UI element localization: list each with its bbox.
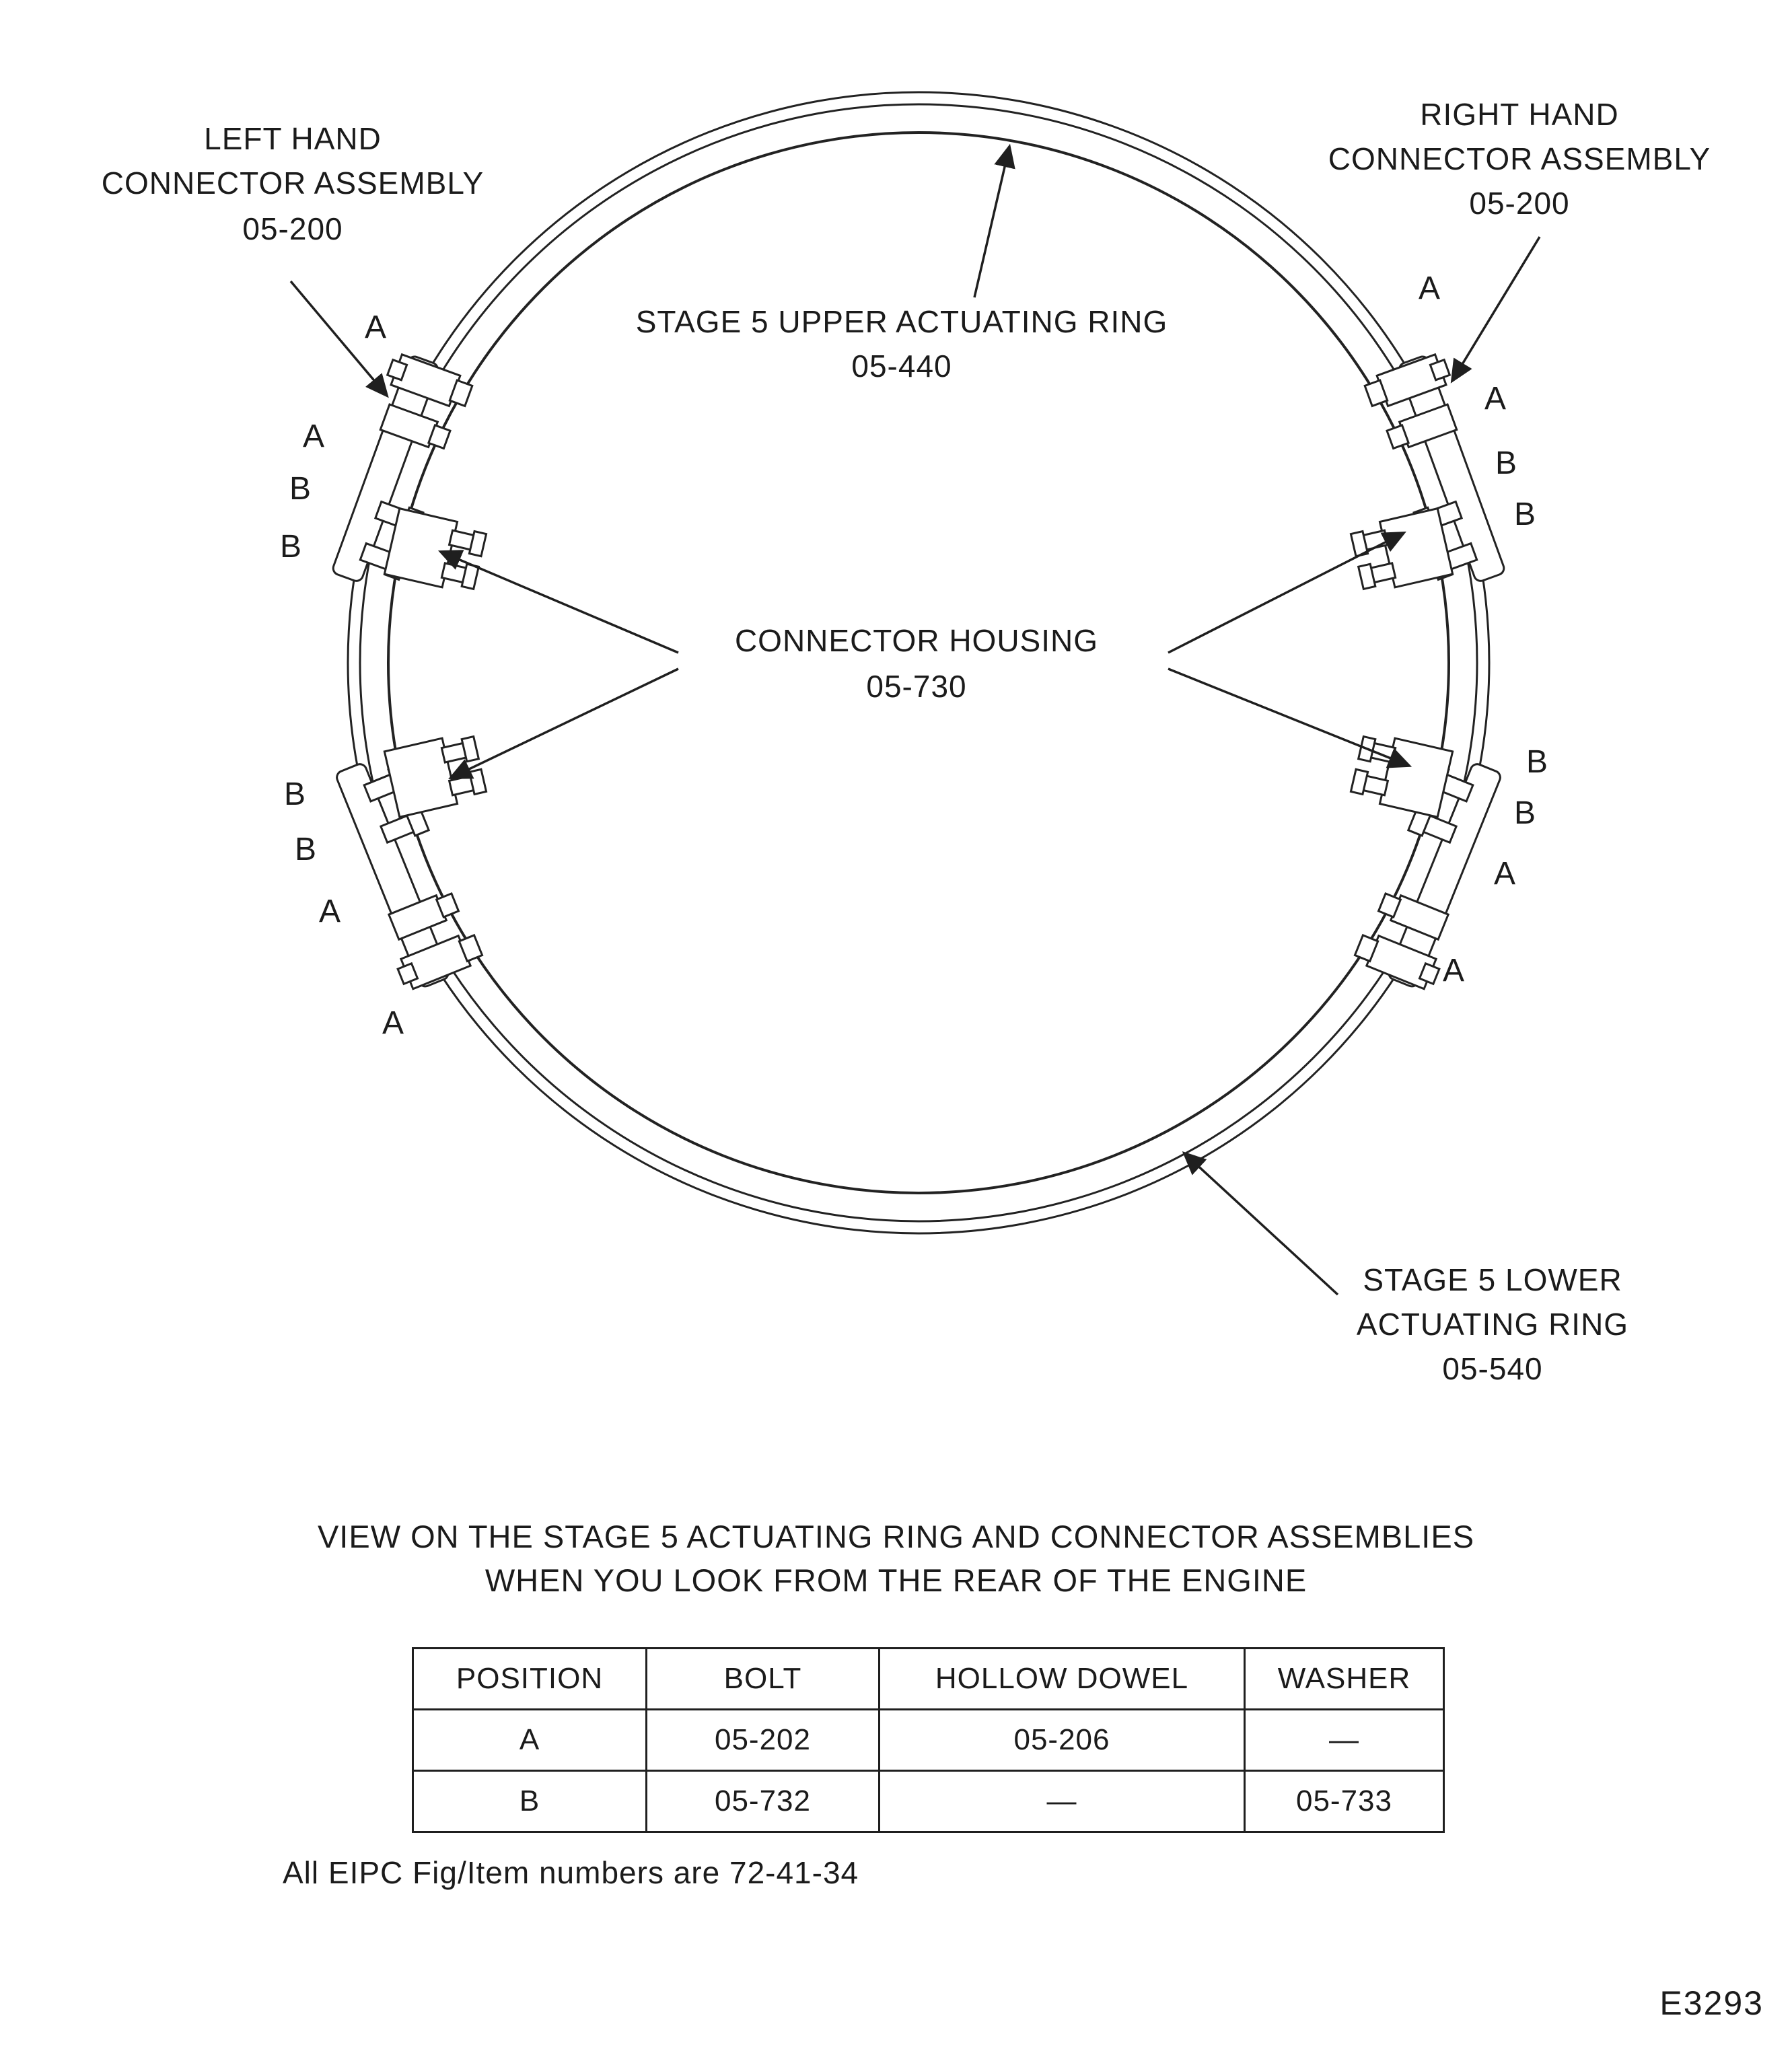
position-marker: A: [303, 419, 324, 454]
table-row-b: B 05-732 — 05-733: [412, 1770, 1445, 1833]
col-header-bolt: BOLT: [645, 1647, 880, 1710]
position-marker: A: [1419, 270, 1440, 306]
position-marker: B: [1526, 744, 1548, 780]
cell-position: A: [412, 1708, 647, 1772]
position-marker: B: [289, 471, 311, 507]
position-marker: B: [280, 529, 301, 565]
view-caption-line2: WHEN YOU LOOK FROM THE REAR OF THE ENGIN…: [485, 1562, 1307, 1598]
position-parts-table: POSITION BOLT HOLLOW DOWEL WASHER A 05-2…: [412, 1647, 1445, 1833]
position-marker: B: [1514, 795, 1536, 831]
leader-arrow-housing-left-lower: [448, 667, 679, 779]
left-connector-label-line2: CONNECTOR ASSEMBLY: [102, 166, 484, 201]
upper-ring-label-line1: STAGE 5 UPPER ACTUATING RING: [636, 304, 1168, 339]
lower-ring-label-line2: ACTUATING RING: [1357, 1307, 1628, 1342]
left-connector-label-line1: LEFT HAND: [204, 121, 382, 156]
table-header-row: POSITION BOLT HOLLOW DOWEL WASHER: [412, 1647, 1445, 1710]
position-marker: A: [382, 1005, 404, 1041]
cell-hollow-dowel: 05-206: [878, 1708, 1246, 1772]
connector-housing-label-line1: CONNECTOR HOUSING: [735, 623, 1098, 658]
actuating-ring: [347, 91, 1491, 1235]
position-marker: A: [365, 310, 386, 345]
view-caption-line1: VIEW ON THE STAGE 5 ACTUATING RING AND C…: [317, 1519, 1475, 1554]
cell-position: B: [412, 1770, 647, 1833]
leader-arrow-housing-right-upper: [1168, 532, 1406, 654]
table-row-a: A 05-202 05-206 —: [412, 1708, 1445, 1772]
left-connector-label-line3: 05-200: [242, 211, 343, 246]
cell-bolt: 05-202: [645, 1708, 880, 1772]
leader-arrow-left-connector: [289, 280, 389, 398]
cell-washer: 05-733: [1244, 1770, 1445, 1833]
cell-hollow-dowel: —: [878, 1770, 1246, 1833]
ring-outer-band: [359, 103, 1478, 1223]
col-header-hollow-dowel: HOLLOW DOWEL: [878, 1647, 1246, 1710]
leader-arrow-upper-ring: [973, 143, 1015, 298]
col-header-position: POSITION: [412, 1647, 647, 1710]
lower-ring-label-line3: 05-540: [1442, 1351, 1542, 1386]
stage5-actuating-ring-diagram: LEFT HAND CONNECTOR ASSEMBLY 05-200 RIGH…: [102, 91, 1711, 1386]
position-marker: A: [319, 894, 341, 929]
connector-housing-label-line2: 05-730: [866, 669, 966, 704]
leader-arrow-housing-left-upper: [437, 550, 679, 654]
ring-outer-edge: [347, 91, 1491, 1235]
cell-washer: —: [1244, 1708, 1445, 1772]
right-connector-label-line1: RIGHT HAND: [1420, 97, 1618, 132]
position-marker: B: [295, 832, 316, 867]
lower-ring-label-line1: STAGE 5 LOWER: [1363, 1262, 1622, 1297]
position-marker: A: [1484, 381, 1506, 417]
view-caption: VIEW ON THE STAGE 5 ACTUATING RING AND C…: [0, 1515, 1792, 1603]
leader-arrow-housing-right-lower: [1168, 667, 1412, 768]
position-marker: B: [284, 776, 306, 812]
position-marker: B: [1495, 445, 1517, 481]
figure-code: E3293: [1659, 1984, 1764, 2022]
position-marker: A: [1443, 953, 1464, 988]
upper-ring-label-line2: 05-440: [851, 349, 952, 384]
col-header-washer: WASHER: [1244, 1647, 1445, 1710]
cell-bolt: 05-732: [645, 1770, 880, 1833]
leader-arrow-lower-ring: [1182, 1151, 1339, 1296]
leader-arrow-right-connector: [1450, 236, 1541, 384]
right-connector-label-line2: CONNECTOR ASSEMBLY: [1328, 141, 1711, 176]
position-marker: A: [1494, 856, 1515, 892]
position-marker: B: [1514, 497, 1536, 532]
ring-inner-edge: [387, 131, 1450, 1194]
right-connector-label-line3: 05-200: [1469, 186, 1569, 221]
eipc-note: All EIPC Fig/Item numbers are 72-41-34: [283, 1855, 859, 1890]
